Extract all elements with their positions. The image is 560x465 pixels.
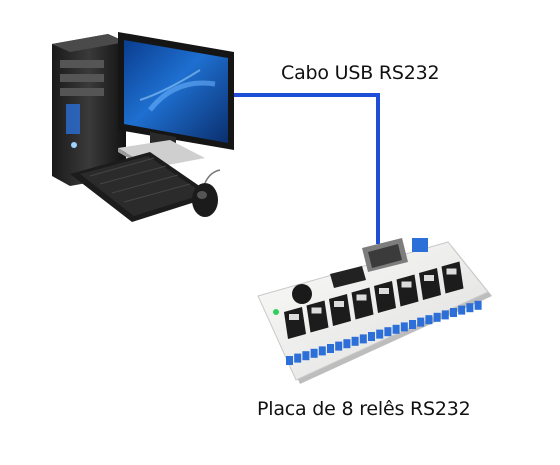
relay-8 xyxy=(441,261,464,294)
terminal-block xyxy=(294,353,302,363)
relay-5 xyxy=(374,281,396,313)
terminal-block xyxy=(409,320,416,329)
relay-label-6 xyxy=(401,281,412,288)
terminal-block xyxy=(392,324,400,334)
terminal-block xyxy=(327,344,334,353)
relay-label-8 xyxy=(446,268,457,275)
relay-3 xyxy=(329,294,351,326)
cable-label: Cabo USB RS232 xyxy=(281,62,440,84)
board-label: Placa de 8 relês RS232 xyxy=(257,398,471,420)
terminal-block xyxy=(474,300,482,310)
terminal-block xyxy=(343,339,351,349)
usb-cable xyxy=(232,93,380,244)
terminal-block xyxy=(318,346,326,356)
db9-connector xyxy=(362,238,408,272)
terminal-block xyxy=(441,310,449,320)
terminal-block xyxy=(368,332,375,341)
terminal-block xyxy=(425,315,433,325)
terminal-block xyxy=(335,341,343,351)
terminal-block xyxy=(400,322,408,332)
relay-board-icon xyxy=(257,238,492,384)
capacitor xyxy=(292,284,312,304)
terminal-block xyxy=(466,303,474,313)
relay-label-7 xyxy=(424,275,434,281)
ic-chip xyxy=(330,266,366,288)
power-terminal xyxy=(412,238,428,252)
terminal-block xyxy=(286,356,293,365)
relay-6 xyxy=(396,274,419,307)
terminal-block xyxy=(417,317,425,327)
terminal-block xyxy=(359,334,367,344)
terminal-block xyxy=(351,336,359,346)
relay-1 xyxy=(284,307,306,339)
relay-4 xyxy=(351,287,374,320)
desktop-computer-icon xyxy=(52,32,234,222)
terminal-block xyxy=(310,348,318,358)
relay-label-4 xyxy=(356,294,367,301)
relay-7 xyxy=(419,268,441,300)
relay-label-1 xyxy=(289,314,299,320)
relay-2 xyxy=(306,300,329,333)
terminal-block xyxy=(450,308,457,317)
terminal-block xyxy=(376,329,384,339)
relay-label-3 xyxy=(334,301,344,307)
terminal-block xyxy=(302,351,310,361)
terminal-block xyxy=(458,305,466,315)
relay-label-5 xyxy=(379,288,389,294)
terminal-block xyxy=(433,312,441,322)
relay-label-2 xyxy=(311,307,322,314)
terminal-block xyxy=(384,327,392,337)
